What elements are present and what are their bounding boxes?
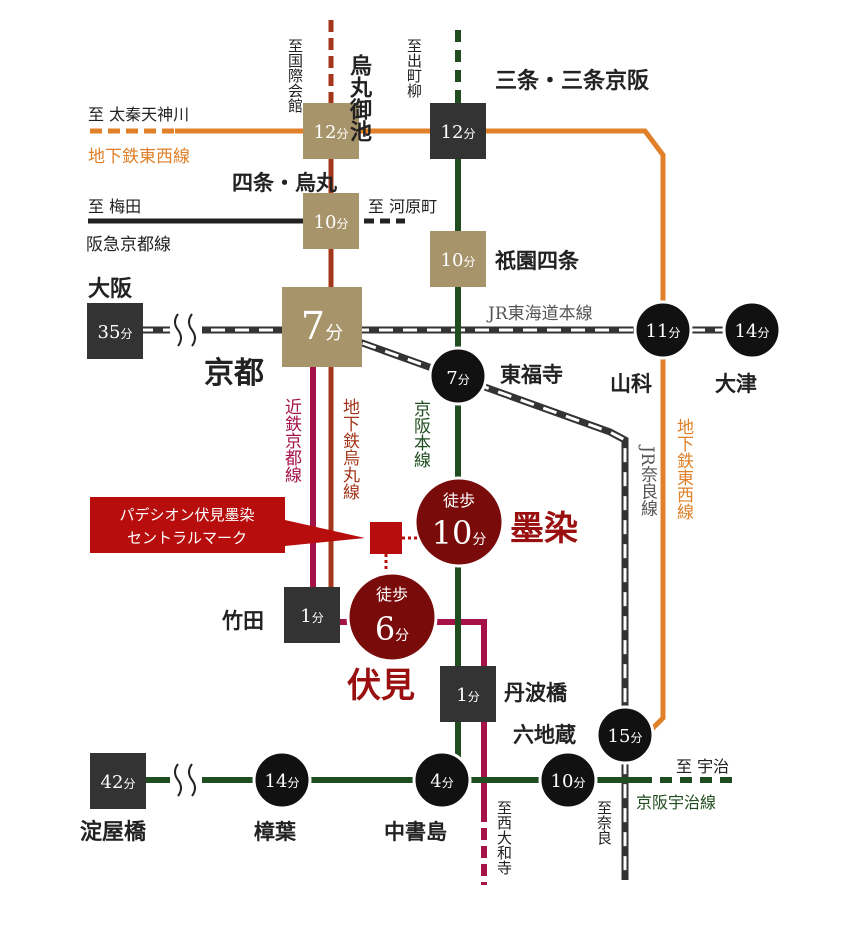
- keihan-main-label: 京阪本線: [410, 400, 431, 468]
- label-gion-shijo: 祇園四条: [494, 248, 580, 273]
- svg-text:35分: 35分: [98, 322, 133, 343]
- jr-tokaido-label: JR東海道本線: [486, 304, 593, 324]
- station-takeda: 1分: [284, 587, 340, 643]
- property-callout: [90, 497, 365, 553]
- dest-kawaramachi: 至 河原町: [368, 197, 437, 216]
- property-marker: [370, 522, 418, 576]
- station-tofukuji: 7分: [428, 346, 488, 406]
- station-kuzuha: 14分: [252, 750, 312, 810]
- label-yamashina: 山科: [610, 371, 652, 396]
- svg-text:11分: 11分: [646, 321, 681, 342]
- station-rokujizo: 15分: [595, 705, 655, 765]
- dest-saidaiji: 至西大和寺: [495, 800, 513, 875]
- svg-text:10分: 10分: [441, 250, 476, 271]
- svg-text:徒歩: 徒歩: [376, 585, 408, 604]
- label-kyoto: 京都: [204, 356, 264, 391]
- station-tambabashi: 1分: [440, 666, 496, 722]
- label-sanjo: 三条・三条京阪: [495, 68, 649, 94]
- svg-text:7分: 7分: [446, 368, 469, 389]
- svg-text:15分: 15分: [608, 726, 643, 747]
- svg-text:42分: 42分: [101, 772, 136, 793]
- label-tofukuji: 東福寺: [500, 362, 563, 387]
- station-gion-shijo: 10分: [430, 231, 486, 287]
- tozai-right-label: 地下鉄東西線: [673, 418, 694, 520]
- svg-text:14分: 14分: [265, 771, 300, 792]
- label-sumizome: 墨染: [510, 509, 578, 549]
- svg-text:10分: 10分: [314, 212, 349, 233]
- jr-nara-label: JR奈良線: [637, 444, 658, 517]
- label-chushojima: 中書島: [384, 819, 447, 844]
- karasuma-line-label: 地下鉄烏丸線: [339, 398, 360, 500]
- svg-text:徒歩: 徒歩: [443, 491, 475, 510]
- svg-text:14分: 14分: [735, 321, 770, 342]
- station-fushimi: 徒歩 6分: [346, 571, 438, 663]
- keihan-uji-label: 京阪宇治線: [636, 793, 716, 812]
- svg-text:10分: 10分: [551, 771, 586, 792]
- dest-uzumasa: 至 太秦天神川: [88, 105, 189, 124]
- label-kuzuha: 樟葉: [254, 819, 297, 844]
- station-uji-transfer: 10分: [538, 750, 598, 810]
- dest-kokusai: 至国際会館: [286, 38, 304, 113]
- property-label-line2: セントラルマーク: [127, 529, 247, 547]
- station-sumizome: 徒歩 10分: [413, 476, 505, 568]
- dest-umeda: 至 梅田: [88, 197, 141, 216]
- station-shijo-karasuma: 10分: [303, 193, 359, 249]
- svg-text:12分: 12分: [314, 122, 349, 143]
- station-yodoyabashi: 42分: [90, 753, 146, 809]
- svg-text:6分: 6分: [375, 610, 409, 648]
- svg-text:12分: 12分: [441, 122, 476, 143]
- label-tambabashi: 丹波橋: [504, 680, 568, 705]
- label-rokujizo: 六地蔵: [513, 722, 576, 747]
- dest-nara: 至奈良: [595, 800, 613, 845]
- label-fushimi: 伏見: [347, 666, 415, 706]
- station-otsu: 14分: [722, 300, 782, 360]
- svg-text:4分: 4分: [430, 771, 453, 792]
- station-karasuma-oike: 12分: [303, 103, 359, 159]
- dest-demachi: 至出町柳: [405, 38, 423, 98]
- dest-uji: 至 宇治: [676, 757, 729, 776]
- hankyu-line-label: 阪急京都線: [86, 235, 171, 255]
- station-osaka: 35分: [87, 303, 143, 359]
- line-break-mark: [170, 312, 202, 798]
- label-osaka: 大阪: [88, 276, 132, 302]
- kintetsu-line-label: 近鉄京都線: [281, 398, 302, 483]
- label-otsu: 大津: [715, 371, 757, 396]
- svg-text:1分: 1分: [300, 606, 323, 627]
- tozai-line-label: 地下鉄東西線: [88, 147, 190, 167]
- station-chushojima: 4分: [412, 750, 472, 810]
- station-kyoto: 7分: [282, 287, 362, 367]
- station-yamashina: 11分: [633, 300, 693, 360]
- label-takeda: 竹田: [221, 608, 264, 633]
- svg-text:1分: 1分: [456, 685, 479, 706]
- station-sanjo: 12分: [430, 103, 486, 159]
- svg-text:10分: 10分: [432, 514, 487, 552]
- label-karasuma-oike: 烏丸御池: [346, 53, 373, 143]
- label-shijo-karasuma: 四条・烏丸: [232, 170, 338, 195]
- label-yodoyabashi: 淀屋橋: [80, 819, 147, 845]
- property-label-line1: パデシオン伏見墨染: [119, 506, 254, 524]
- svg-text:7分: 7分: [301, 304, 343, 348]
